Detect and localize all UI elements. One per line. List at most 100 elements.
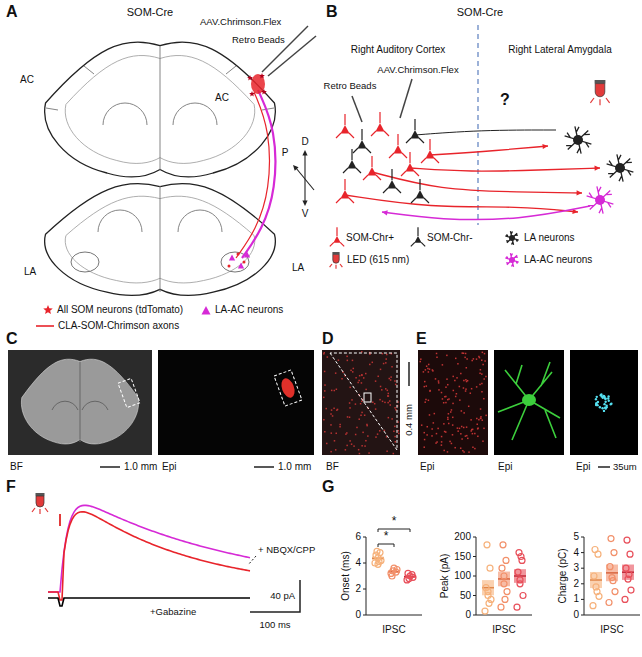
arrowhead <box>293 165 299 171</box>
speckle <box>339 424 341 426</box>
speckle <box>350 370 352 372</box>
led-rays <box>330 264 343 269</box>
image-mode-label: BF <box>326 461 339 473</box>
data-point <box>610 578 616 584</box>
tick <box>363 615 366 616</box>
speckle <box>346 445 348 447</box>
speckle <box>361 382 363 384</box>
image-mode-label: Epi <box>162 461 176 473</box>
injection-label: AAV.Chrimson.Flex <box>200 17 281 28</box>
speckle <box>351 399 353 401</box>
data-point <box>504 589 510 595</box>
speckle <box>345 433 347 435</box>
speckle <box>381 389 383 391</box>
data-point <box>375 561 381 567</box>
roi-box <box>274 370 302 406</box>
speckle <box>473 358 475 360</box>
speckle <box>465 379 467 381</box>
speckle <box>472 429 474 431</box>
pyramidal-soma <box>341 190 350 199</box>
som-neuron-star <box>261 89 267 94</box>
epi-image <box>158 350 314 455</box>
mean-line <box>606 572 618 574</box>
speckle <box>447 451 449 453</box>
speckle <box>432 370 434 372</box>
pyramidal-soma <box>416 190 425 199</box>
speckle <box>349 440 351 442</box>
la-ac-neuron <box>244 252 250 258</box>
pipette <box>352 96 362 122</box>
legend-text: LA-AC neurons <box>215 304 283 316</box>
tick-label: 4 <box>573 547 579 559</box>
data-point <box>517 577 523 583</box>
tick <box>581 552 584 553</box>
panel-letter: C <box>6 330 18 348</box>
sem-bar <box>606 565 618 582</box>
axis-label: IPSC <box>382 624 405 636</box>
speckle <box>423 446 425 448</box>
speckle <box>435 378 437 380</box>
dendrite <box>336 179 354 203</box>
speckle <box>450 411 452 413</box>
panel-b-drawing <box>336 25 633 225</box>
speckle <box>461 410 463 412</box>
pyramidal-soma <box>394 145 403 154</box>
speckle <box>361 374 363 376</box>
speckle <box>421 424 423 426</box>
speckle <box>468 406 470 408</box>
data-point <box>484 542 490 548</box>
drug-label: +Gabazine <box>150 607 196 618</box>
speckle <box>459 399 461 401</box>
speckle <box>337 409 339 411</box>
speckle <box>449 441 451 443</box>
panel-letter: A <box>6 3 18 21</box>
bead <box>600 394 602 396</box>
speckle <box>367 435 369 437</box>
dendrite <box>343 149 361 173</box>
speckle <box>358 380 360 382</box>
speckle <box>472 433 474 435</box>
som-neuron-star <box>43 305 53 314</box>
roi-box <box>364 393 371 402</box>
speckle <box>448 423 450 425</box>
data-point <box>590 603 596 609</box>
speckle <box>467 438 469 440</box>
scale-bar <box>598 466 610 468</box>
genotype-label: SOM-Cre <box>457 6 503 19</box>
speckle <box>359 453 361 455</box>
speckle <box>331 390 333 392</box>
tick-label: 2 <box>355 583 361 595</box>
speckle <box>445 386 447 388</box>
speckle <box>447 417 449 419</box>
speckle <box>483 398 485 400</box>
speckle <box>394 380 396 382</box>
speckle <box>372 401 374 403</box>
speckle <box>394 436 396 438</box>
speckle <box>452 376 454 378</box>
chrimson-axon <box>410 168 600 171</box>
tick-label: 5 <box>573 531 579 543</box>
speckle <box>478 419 480 421</box>
speckle <box>447 384 449 386</box>
chrimson-axons <box>236 92 269 258</box>
speckle <box>459 386 461 388</box>
speckle <box>445 402 447 404</box>
tick <box>473 537 476 538</box>
scale-label: 35um <box>613 462 637 473</box>
question-mark: ? <box>500 91 510 109</box>
panel-letter: B <box>326 3 338 21</box>
speckle <box>357 382 359 384</box>
axis-label: IPSC <box>492 624 515 636</box>
panel-letter: F <box>6 478 16 496</box>
speckle <box>361 375 363 377</box>
scale-bar <box>250 580 300 612</box>
leader-line <box>248 556 256 565</box>
data-point <box>607 564 613 570</box>
speckle <box>427 368 429 370</box>
bead <box>603 403 605 405</box>
speckle <box>391 418 393 420</box>
speckle <box>361 401 363 403</box>
tick-label: 4 <box>355 557 361 569</box>
speckle <box>383 363 385 365</box>
speckle <box>349 402 351 404</box>
